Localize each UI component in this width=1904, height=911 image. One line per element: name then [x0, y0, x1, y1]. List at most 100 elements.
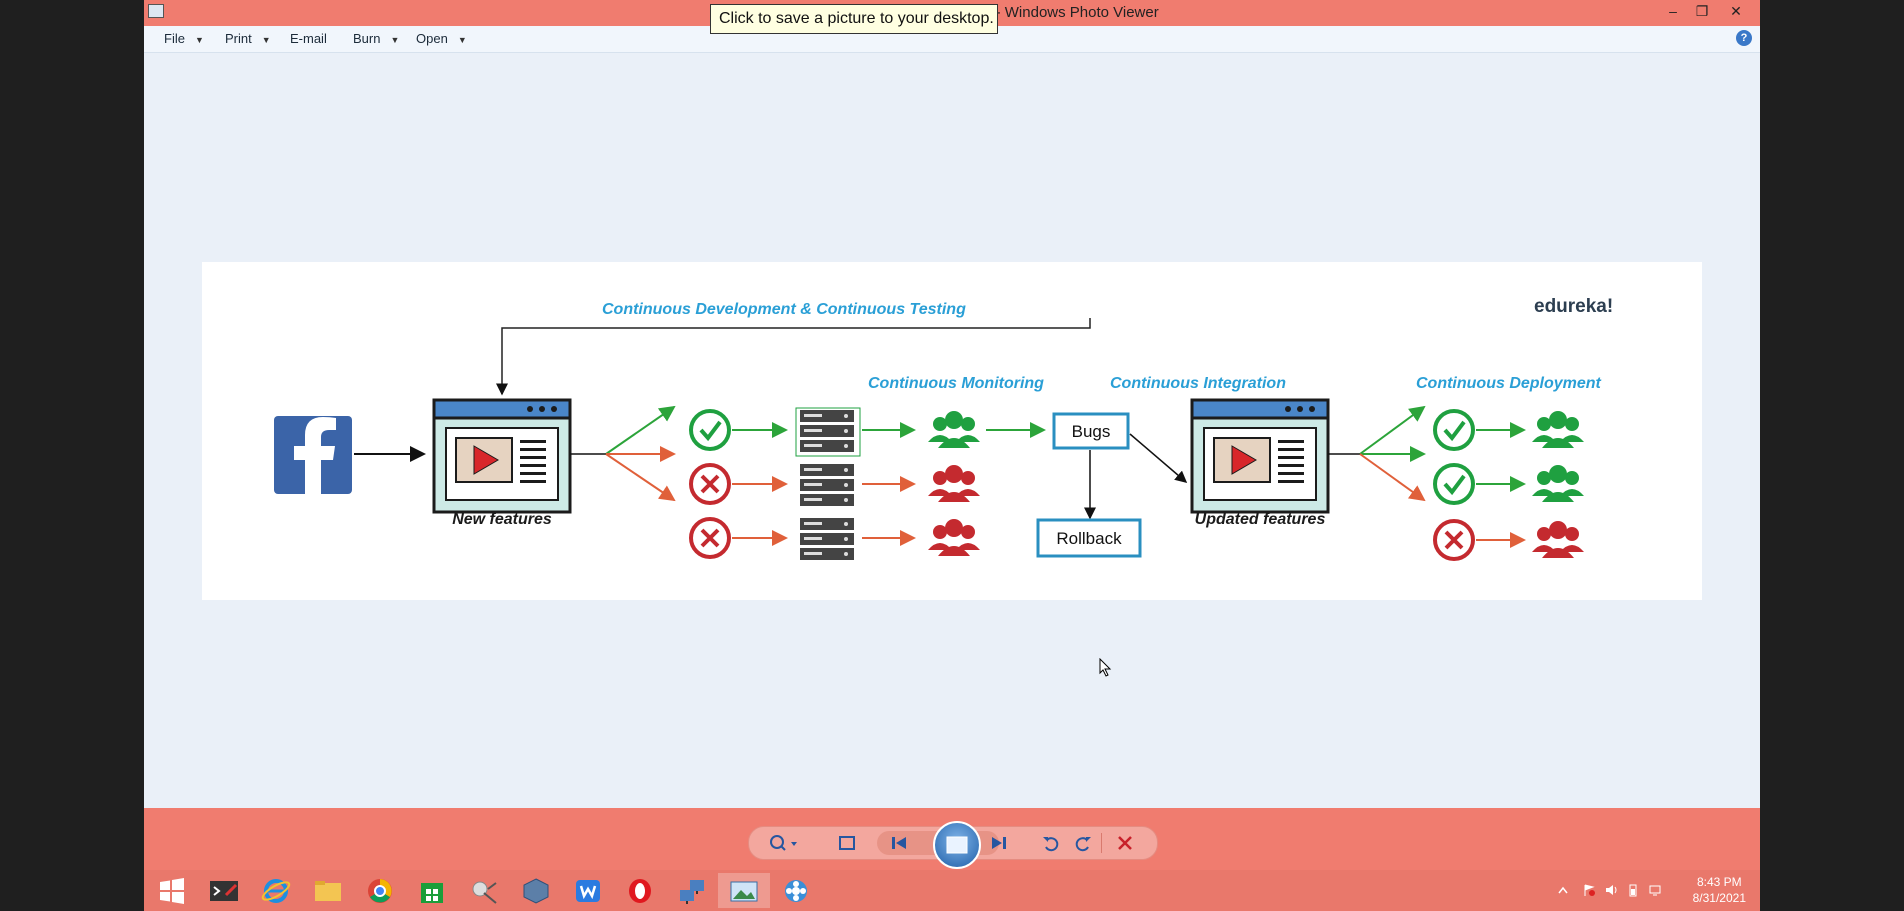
- open-menu-label: Open: [416, 31, 448, 46]
- cross-icon: [689, 463, 731, 505]
- zoom-icon[interactable]: [769, 834, 799, 852]
- rollback-box: [1036, 518, 1142, 558]
- chevron-down-icon: ▼: [390, 35, 400, 45]
- users-icon: [1532, 411, 1584, 448]
- taskbar-app-explorer[interactable]: [302, 873, 354, 908]
- cross-icon: [1433, 519, 1475, 561]
- show-hidden-icons-icon[interactable]: [1556, 883, 1570, 897]
- mouse-cursor-icon: [1099, 658, 1112, 677]
- previous-icon[interactable]: [889, 834, 909, 852]
- updated-features-label: Updated features: [1195, 511, 1326, 528]
- slide-show-button[interactable]: [933, 821, 981, 869]
- taskbar-app-virtualbox[interactable]: [510, 873, 562, 908]
- top-loop-label: Continuous Development & Continuous Test…: [602, 301, 966, 318]
- opera-icon: [629, 878, 651, 903]
- server-icon: [800, 410, 854, 452]
- chevron-down-icon: ▼: [457, 35, 467, 45]
- window-title: ture3 - Windows Photo Viewer: [957, 4, 1159, 21]
- rotate-counterclockwise-icon[interactable]: [1041, 834, 1061, 852]
- start-button[interactable]: [146, 873, 198, 908]
- store-icon: [421, 882, 443, 903]
- taskbar-app-network[interactable]: [666, 873, 718, 908]
- open-menu[interactable]: Open ▼: [416, 31, 467, 46]
- print-menu[interactable]: Print ▼: [225, 31, 271, 46]
- internet-explorer-icon: [261, 878, 291, 903]
- controls-pill: [748, 821, 1158, 869]
- wps-icon: [576, 879, 600, 902]
- rollback-label: Rollback: [1056, 529, 1122, 548]
- delete-icon[interactable]: [1115, 834, 1135, 852]
- new-features-label: New features: [452, 511, 552, 528]
- users-icon: [928, 519, 980, 556]
- users-icon: [928, 411, 980, 448]
- restore-button[interactable]: ❐: [1695, 3, 1709, 19]
- help-icon[interactable]: ?: [1736, 30, 1752, 46]
- brand-logo-text: edureka!: [1534, 296, 1613, 317]
- slideshow-icon: [946, 836, 968, 854]
- virtualbox-icon: [523, 877, 549, 904]
- users-icon: [928, 465, 980, 502]
- monitoring-label: Continuous Monitoring: [868, 375, 1044, 392]
- taskbar-app-terminal[interactable]: [198, 873, 250, 908]
- chevron-down-icon: ▼: [261, 35, 271, 45]
- taskbar-app-opera[interactable]: [614, 873, 666, 908]
- photo-viewer-app-icon[interactable]: [148, 4, 164, 18]
- windows-logo-icon: [160, 877, 184, 904]
- rotate-clockwise-icon[interactable]: [1073, 834, 1093, 852]
- burn-menu[interactable]: Burn ▼: [353, 31, 399, 46]
- folder-icon: [315, 880, 341, 901]
- check-icon: [1433, 409, 1475, 451]
- bugs-label: Bugs: [1072, 422, 1111, 441]
- clock-date: 8/31/2021: [1692, 891, 1746, 905]
- network-icon: [680, 879, 704, 904]
- taskbar-app-wps[interactable]: [562, 873, 614, 908]
- terminal-icon: [210, 880, 238, 901]
- save-picture-tooltip: Click to save a picture to your desktop.: [710, 4, 998, 34]
- close-window-button[interactable]: ✕: [1730, 3, 1742, 19]
- email-label: E-mail: [290, 31, 327, 46]
- taskbar-app-store[interactable]: [406, 873, 458, 908]
- chevron-down-icon: ▼: [194, 35, 204, 45]
- system-clock[interactable]: 8:43 PM 8/31/2021: [1693, 874, 1746, 906]
- displayed-picture: Continuous Development & Continuous Test…: [202, 262, 1702, 600]
- updated-features-window-icon: [1190, 398, 1330, 514]
- feedback-loop-line: [496, 318, 1091, 396]
- file-menu[interactable]: File ▼: [164, 31, 204, 46]
- users-icon: [1532, 465, 1584, 502]
- burn-menu-label: Burn: [353, 31, 381, 46]
- clock-time: 8:43 PM: [1696, 875, 1742, 889]
- flower-app-icon: [785, 879, 807, 902]
- minimize-button[interactable]: –: [1669, 3, 1677, 19]
- deployment-label: Continuous Deployment: [1416, 375, 1602, 392]
- check-icon: [1433, 463, 1475, 505]
- file-menu-label: File: [164, 31, 185, 46]
- email-button[interactable]: E-mail: [290, 31, 327, 46]
- bugs-box: [1052, 412, 1130, 450]
- actual-size-icon[interactable]: [837, 834, 857, 852]
- taskbar-app-snipping[interactable]: [458, 873, 510, 908]
- playback-control-bar: [144, 808, 1760, 870]
- taskbar: 8:43 PM 8/31/2021: [144, 870, 1760, 911]
- taskbar-app-photo-viewer[interactable]: [718, 873, 770, 908]
- taskbar-app-settings[interactable]: [770, 873, 822, 908]
- users-icon: [1532, 521, 1584, 558]
- next-icon[interactable]: [989, 834, 1009, 852]
- devops-diagram: Continuous Development & Continuous Test…: [274, 296, 1613, 561]
- print-menu-label: Print: [225, 31, 252, 46]
- photo-viewer-icon: [730, 881, 758, 901]
- server-icon: [800, 518, 854, 560]
- check-icon: [689, 409, 731, 451]
- new-features-window-icon: [432, 398, 572, 514]
- taskbar-app-chrome[interactable]: [354, 873, 406, 908]
- battery-icon[interactable]: [1626, 883, 1640, 897]
- action-center-flag-icon[interactable]: [1582, 883, 1596, 897]
- network-status-icon[interactable]: [1648, 883, 1662, 897]
- snipping-tool-icon: [472, 881, 497, 904]
- chrome-icon: [368, 878, 392, 903]
- volume-icon[interactable]: [1604, 883, 1618, 897]
- cross-icon: [689, 517, 731, 559]
- integration-label: Continuous Integration: [1110, 375, 1286, 392]
- taskbar-app-ie[interactable]: [250, 873, 302, 908]
- server-icon: [800, 464, 854, 506]
- photo-viewer-window: ture3 - Windows Photo Viewer – ❐ ✕ Click…: [144, 0, 1760, 870]
